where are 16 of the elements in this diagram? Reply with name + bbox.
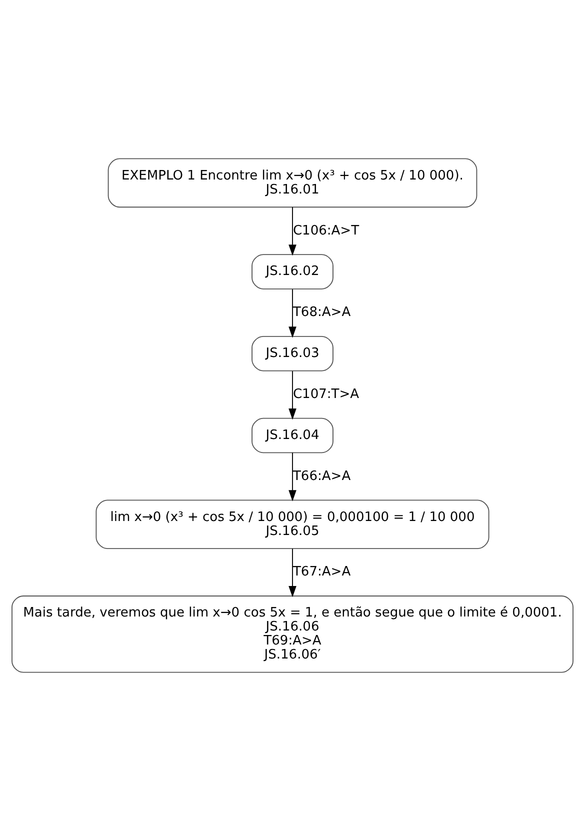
arrow: [288, 452, 296, 502]
edge-label: T66:A>A: [292, 468, 351, 484]
arrow: [288, 288, 296, 338]
edge-label: T67:A>A: [292, 564, 351, 580]
arrow: [288, 206, 296, 256]
edge-label: C107:T>A: [292, 387, 360, 402]
node-box: lim x→0 (x³ + cos 5x / 10 000) = 0,000100 = 1 / 10 000 JS.16.05: [96, 500, 490, 549]
edge-label: C106:A>T: [292, 223, 360, 238]
arrow: [288, 548, 296, 598]
node-box: Mais tarde, veremos que lim x→0 cos 5x = 1, e então segue que o limite é 0,0001. JS.16.06 T69:A>A JS.16.06′: [12, 596, 574, 673]
arrow: [288, 370, 296, 420]
node-box: JS.16.04: [252, 418, 334, 454]
edge-label: T68:A>A: [292, 305, 351, 320]
node-box: EXEMPLO 1 Encontre lim x→0 (x³ + cos 5x / 10 000). JS.16.01: [108, 158, 478, 208]
node-box: JS.16.03: [252, 336, 334, 372]
node-box: JS.16.02: [252, 254, 334, 290]
